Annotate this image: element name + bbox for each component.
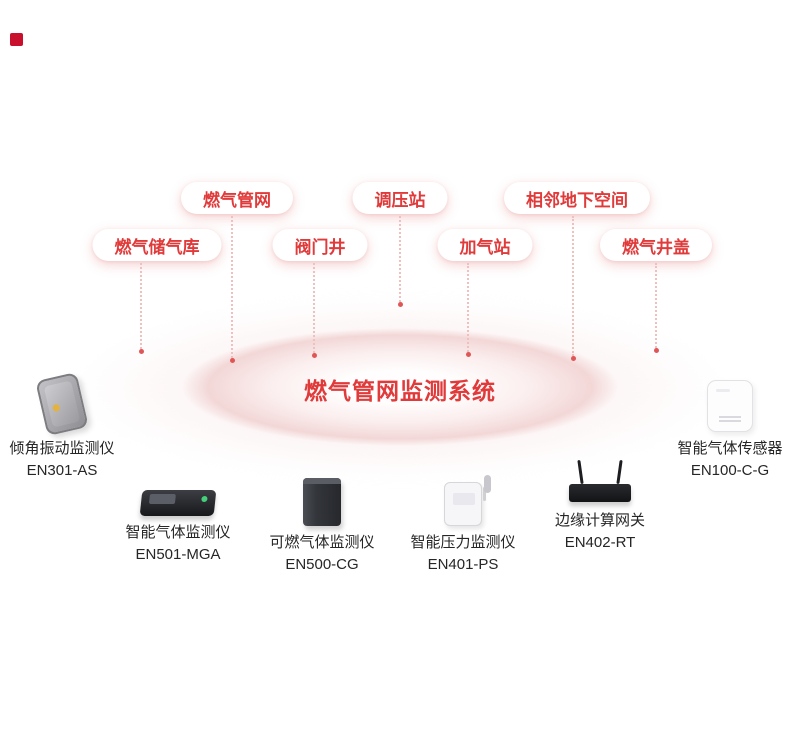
device-art: [98, 452, 258, 516]
connector-line: [229, 216, 235, 363]
device-art: [520, 440, 680, 504]
scene-pill-label: 燃气储气库: [114, 237, 200, 257]
scene-pill-gas-storage: 燃气储气库: [92, 229, 222, 261]
scene-pill-label: 加气站: [459, 237, 511, 257]
device-smart-gas-sensor: 智能气体传感器 EN100-C-G: [650, 368, 800, 482]
scene-pill-label: 燃气井盖: [622, 237, 690, 257]
connector-line: [138, 263, 144, 354]
scene-pill-label: 燃气管网: [203, 190, 271, 210]
diagram-title: 燃气管网监测系统: [304, 378, 496, 404]
device-name: 智能气体监测仪: [125, 524, 231, 541]
device-smart-gas-monitor: 智能气体监测仪 EN501-MGA: [98, 452, 258, 566]
edge-computing-gateway-icon: [569, 484, 631, 502]
device-name: 智能气体传感器: [677, 440, 783, 457]
device-art: [383, 462, 543, 526]
device-model: EN402-RT: [564, 534, 636, 551]
device-name: 倾角振动监测仪: [9, 440, 115, 457]
smart-gas-sensor-icon: [707, 380, 753, 432]
combustible-gas-monitor-icon: [303, 478, 341, 526]
device-model: EN100-C-G: [690, 462, 770, 479]
device-tilt-vibration-monitor: 倾角振动监测仪 EN301-AS: [0, 368, 142, 482]
scene-pill-gas-pipeline-network: 燃气管网: [181, 182, 293, 214]
smart-pressure-monitor-icon: [444, 475, 491, 526]
scene-pill-valve-well: 阀门井: [272, 229, 368, 261]
smart-gas-monitor-icon: [139, 490, 217, 516]
device-model: EN401-PS: [427, 556, 499, 573]
device-art: [0, 368, 142, 437]
connector-line: [311, 263, 317, 358]
scene-pill-adjacent-underground-space: 相邻地下空间: [504, 182, 650, 214]
device-model: EN301-AS: [26, 462, 98, 479]
connector-line: [653, 263, 659, 353]
device-model: EN501-MGA: [135, 546, 221, 563]
scene-pill-label: 相邻地下空间: [526, 190, 628, 210]
ellipse-ring: [182, 328, 618, 446]
scene-pill-gas-filling-station: 加气站: [437, 229, 533, 261]
device-name: 边缘计算网关: [554, 512, 645, 529]
scene-pill-label: 阀门井: [294, 237, 346, 257]
device-art: [650, 368, 800, 432]
connector-line: [465, 263, 471, 357]
device-name: 智能压力监测仪: [410, 534, 516, 551]
device-model: EN500-CG: [285, 556, 359, 573]
device-name: 可燃气体监测仪: [269, 534, 375, 551]
scene-pill-pressure-regulating-station: 调压站: [352, 182, 448, 214]
connector-line: [570, 216, 576, 361]
device-combustible-gas-monitor: 可燃气体监测仪 EN500-CG: [242, 462, 402, 576]
scene-pill-label: 调压站: [374, 190, 426, 210]
device-art: [242, 462, 402, 526]
scene-pill-gas-manhole-cover: 燃气井盖: [600, 229, 712, 261]
logo-mark: [10, 33, 23, 46]
connector-line: [397, 216, 403, 307]
tilt-vibration-monitor-icon: [35, 371, 89, 437]
device-smart-pressure-monitor: 智能压力监测仪 EN401-PS: [383, 462, 543, 576]
device-edge-computing-gateway: 边缘计算网关 EN402-RT: [520, 440, 680, 554]
